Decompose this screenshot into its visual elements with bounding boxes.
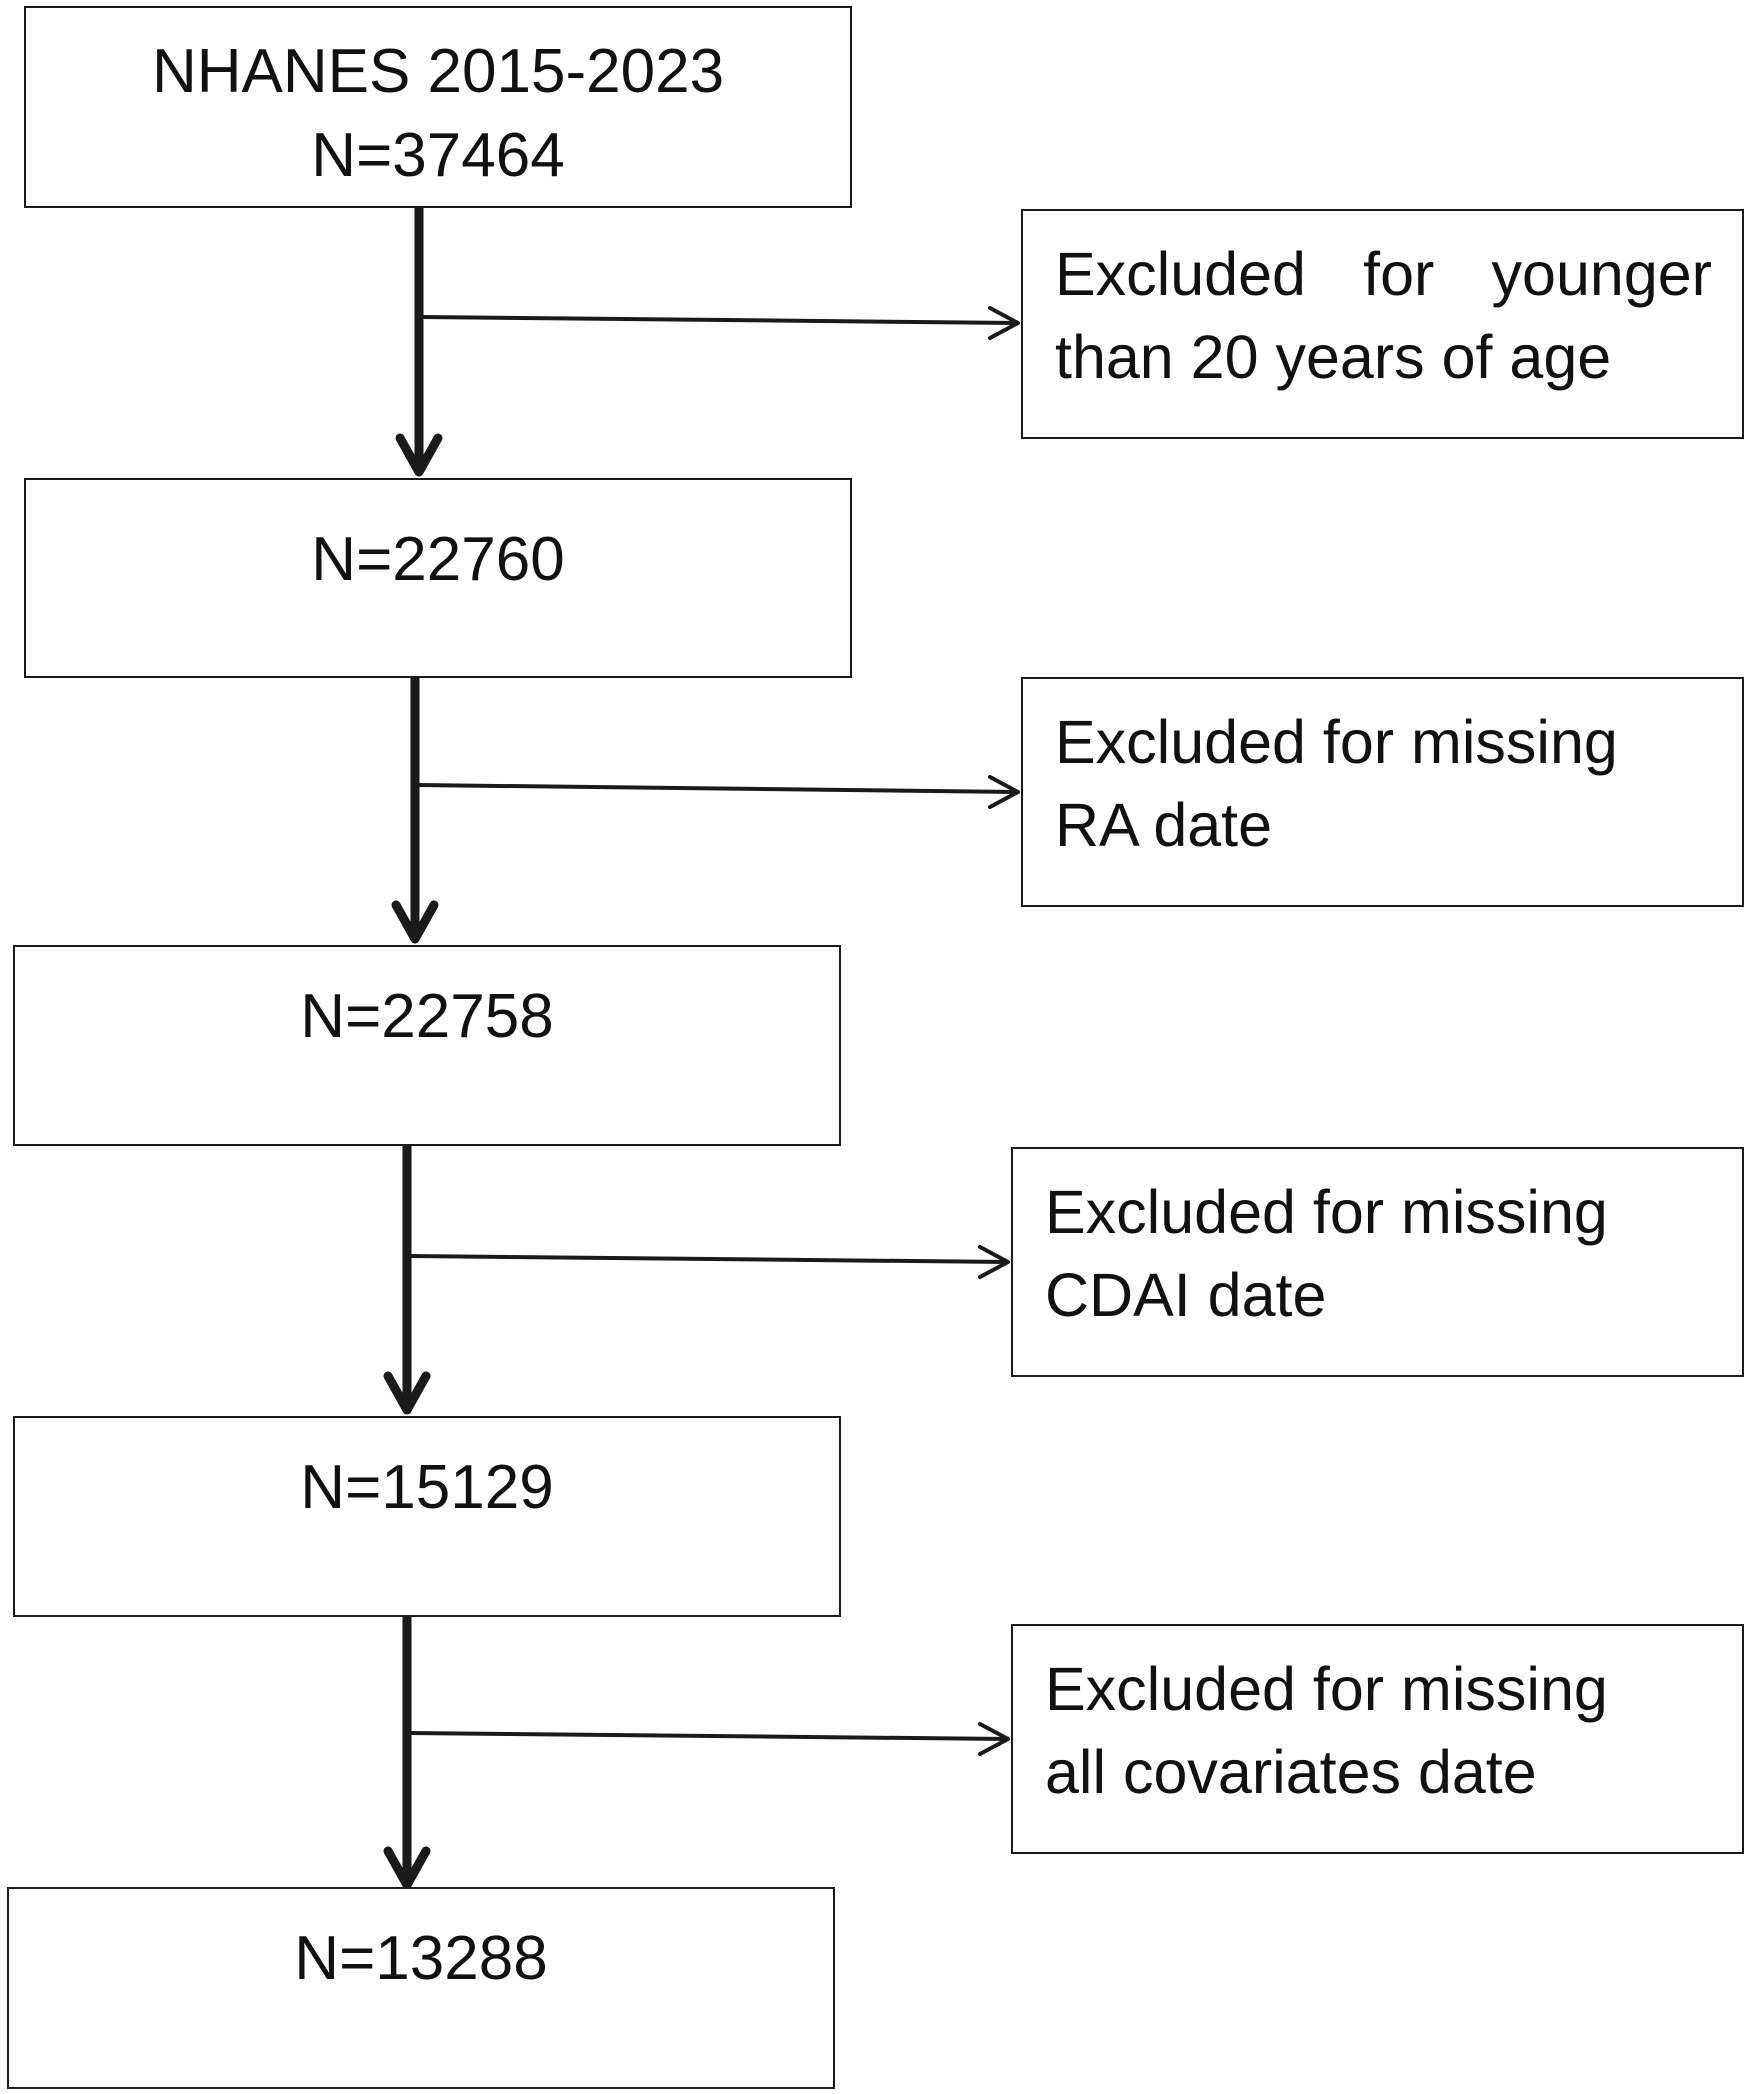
exclusion-box-line-1: Excluded for missing: [1055, 708, 1618, 776]
cohort-box-final: N=13288: [7, 1887, 835, 2089]
main-arrow-3-head: [383, 1371, 431, 1415]
exclusion-box-line-1: Excluded for missing: [1045, 1178, 1608, 1246]
exclusion-box-covariates: Excluded for missing all covariates date: [1011, 1624, 1744, 1854]
cohort-box-count: N=37464: [311, 121, 565, 190]
main-arrow-2-head: [391, 900, 439, 944]
exclusion-box-cdai: Excluded for missing CDAI date: [1011, 1147, 1744, 1377]
cohort-box-cdai: N=15129: [13, 1416, 841, 1617]
exclusion-arrow-1-shaft: [420, 315, 1019, 325]
exclusion-box-line-2: CDAI date: [1045, 1261, 1327, 1329]
cohort-box-count: N=15129: [300, 1453, 554, 1522]
exclusion-arrow-4-head: [978, 1722, 1010, 1756]
exclusion-box-age: Excluded for younger than 20 years of age: [1021, 209, 1744, 439]
exclusion-arrows: [408, 306, 1020, 1756]
cohort-box-ra: N=22758: [13, 945, 841, 1146]
exclusion-box-word: younger: [1491, 240, 1712, 308]
main-arrow-1-head: [395, 433, 443, 477]
cohort-box-adults: N=22760: [24, 478, 852, 678]
exclusion-box-word: Excluded: [1055, 240, 1306, 308]
exclusion-arrow-3-head: [978, 1245, 1010, 1279]
exclusion-box-line-2: all covariates date: [1045, 1738, 1537, 1806]
cohort-box-count: N=22760: [311, 525, 565, 594]
exclusion-arrow-3-shaft: [408, 1254, 1009, 1264]
exclusion-box-line-1: Excluded for missing: [1045, 1655, 1608, 1723]
exclusion-arrow-4-shaft: [408, 1731, 1009, 1741]
cohort-box-count: N=13288: [294, 1924, 548, 1993]
main-arrow-4-head: [383, 1846, 431, 1890]
exclusion-box-word: for: [1363, 240, 1435, 308]
exclusion-arrow-1-head: [988, 306, 1020, 340]
exclusion-box-ra: Excluded for missing RA date: [1021, 677, 1744, 907]
exclusion-box-line-2: RA date: [1055, 791, 1273, 859]
cohort-box-count: N=22758: [300, 982, 554, 1051]
main-flow-arrows: [383, 207, 443, 1890]
exclusion-box-line-2: than 20 years of age: [1055, 323, 1612, 391]
exclusion-arrow-2-head: [988, 775, 1020, 809]
exclusion-box-line-1: Excluded for younger: [1055, 233, 1712, 316]
cohort-box-title: NHANES 2015-2023: [151, 37, 725, 106]
cohort-box-nhanes: NHANES 2015-2023 N=37464: [24, 6, 852, 208]
exclusion-arrow-2-shaft: [416, 783, 1019, 794]
